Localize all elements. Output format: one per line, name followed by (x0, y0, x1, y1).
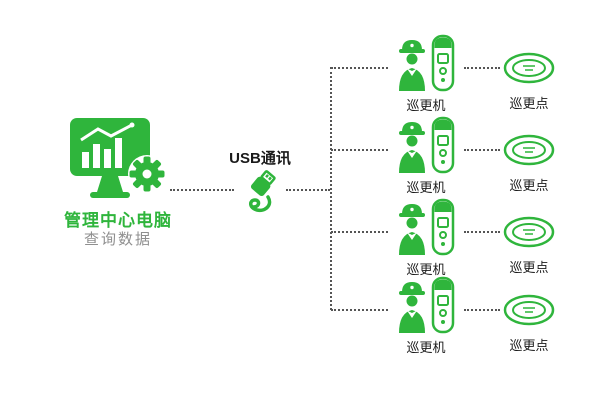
dotted-branch-line (331, 67, 388, 69)
patrol-machine-label: 巡更机 (406, 262, 446, 277)
security-guard-icon (399, 122, 425, 173)
patrol-reader-icon (431, 34, 455, 92)
patrol-machine-label: 巡更机 (406, 180, 446, 195)
dotted-connector-line (464, 67, 500, 69)
dotted-connector-line (170, 189, 234, 191)
patrol-reader-icon (431, 116, 455, 174)
management-computer-title: 管理中心电脑 (64, 211, 172, 230)
dotted-trunk-line (330, 67, 332, 310)
patrol-point-node: 巡更点 (500, 293, 558, 354)
management-computer-icon (70, 118, 166, 198)
patrol-point-icon (503, 52, 555, 84)
security-guard-icon (399, 282, 425, 333)
patrol-machine-node: 巡更机 (388, 116, 464, 196)
patrol-point-icon (503, 294, 555, 326)
query-data-subtitle: 查询数据 (83, 231, 152, 248)
dotted-branch-line (331, 149, 388, 151)
patrol-machine-node: 巡更机 (388, 34, 464, 114)
usb-communication-label: USB通讯 (229, 150, 291, 167)
dotted-connector-line (464, 309, 500, 311)
security-guard-icon (399, 204, 425, 255)
patrol-machine-label: 巡更机 (406, 98, 446, 113)
patrol-point-node: 巡更点 (500, 215, 558, 276)
patrol-point-label: 巡更点 (509, 338, 549, 353)
patrol-point-icon (503, 216, 555, 248)
patrol-point-label: 巡更点 (509, 96, 549, 111)
dotted-branch-line (331, 231, 388, 233)
patrol-reader-icon (431, 198, 455, 256)
patrol-point-label: 巡更点 (509, 260, 549, 275)
security-guard-icon (399, 40, 425, 91)
patrol-point-label: 巡更点 (509, 178, 549, 193)
dotted-connector-line (286, 189, 330, 191)
patrol-point-icon (503, 134, 555, 166)
patrol-point-node: 巡更点 (500, 51, 558, 112)
patrol-machine-node: 巡更机 (388, 198, 464, 278)
gear-icon (128, 155, 166, 193)
dotted-branch-line (331, 309, 388, 311)
patrol-reader-icon (431, 276, 455, 334)
dotted-connector-line (464, 149, 500, 151)
usb-plug-icon (249, 170, 276, 213)
patrol-machine-node: 巡更机 (388, 276, 464, 356)
patrol-point-node: 巡更点 (500, 133, 558, 194)
dotted-connector-line (464, 231, 500, 233)
patrol-machine-label: 巡更机 (406, 340, 446, 355)
